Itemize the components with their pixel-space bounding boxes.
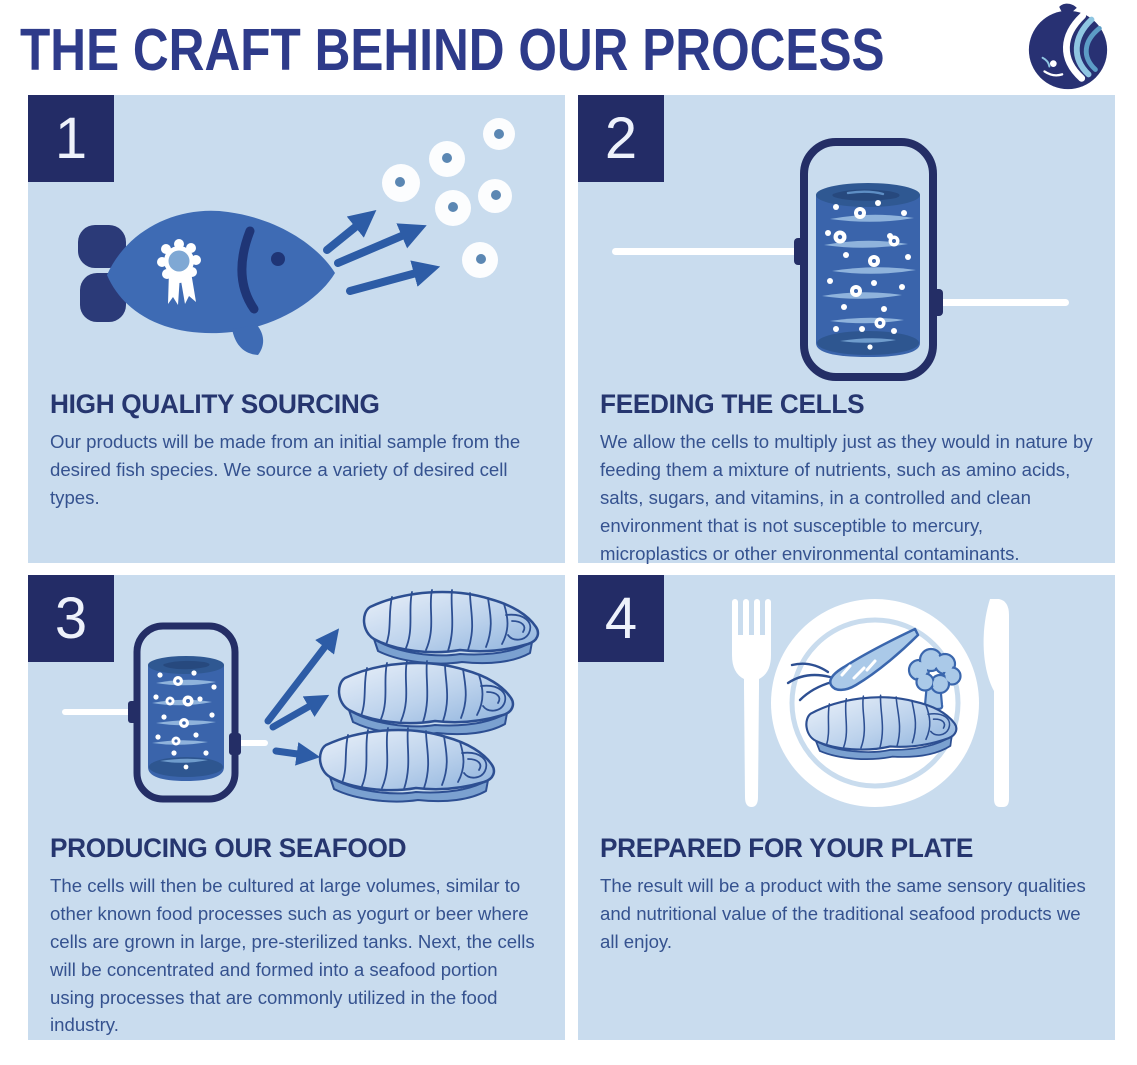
panel-text: PRODUCING OUR SEAFOOD The cells will the… xyxy=(28,827,565,1039)
step-number-badge: 2 xyxy=(578,95,664,182)
illustration-area xyxy=(578,95,1115,383)
cells-in-tank xyxy=(153,670,217,770)
panel-body: The result will be a product with the sa… xyxy=(600,875,1086,952)
panel-grid: 1 xyxy=(28,95,1115,1040)
panel-heading: PREPARED FOR YOUR PLATE xyxy=(600,833,974,863)
reactor-frame xyxy=(794,138,943,381)
panel-text: PREPARED FOR YOUR PLATE The result will … xyxy=(578,827,1115,956)
header: THE CRAFT BEHIND OUR PROCESS xyxy=(0,0,1137,95)
bioreactor-illustration xyxy=(612,138,1069,381)
panel-heading: FEEDING THE CELLS xyxy=(600,389,865,419)
step-number: 4 xyxy=(604,586,638,651)
step-number-badge: 1 xyxy=(28,95,114,182)
panel-high-quality-sourcing: 1 xyxy=(28,95,565,563)
page-title: THE CRAFT BEHIND OUR PROCESS xyxy=(20,17,885,83)
panel-heading: PRODUCING OUR SEAFOOD xyxy=(50,833,407,863)
step-number: 2 xyxy=(604,106,638,171)
panel-body: We allow the cells to multiply just as t… xyxy=(600,431,1093,564)
panel-text: FEEDING THE CELLS We allow the cells to … xyxy=(578,383,1115,567)
plated-meal-illustration xyxy=(732,599,1009,807)
illustration-area xyxy=(578,575,1115,827)
step-number-badge: 4 xyxy=(578,575,664,662)
knife-icon xyxy=(983,599,1009,807)
award-fish-releasing-cells-illustration xyxy=(78,118,515,355)
fillet-stack xyxy=(318,588,540,803)
nutrient-swirls xyxy=(822,214,916,343)
illustration-area xyxy=(28,95,565,383)
reactor-frame xyxy=(128,622,241,803)
fish-wave-logo-icon xyxy=(1028,3,1108,90)
step-number: 1 xyxy=(54,106,88,171)
illustration-area xyxy=(28,575,565,827)
panel-body: The cells will then be cultured at large… xyxy=(50,875,535,1036)
output-arrows xyxy=(264,628,340,766)
bioreactor-to-fillets-illustration xyxy=(62,588,540,803)
panel-heading: HIGH QUALITY SOURCING xyxy=(50,389,380,419)
feed-pipes xyxy=(612,248,1069,306)
panel-producing-our-seafood: 3 xyxy=(28,575,565,1040)
carrot-icon xyxy=(786,627,920,702)
fork-icon xyxy=(732,599,771,807)
culture-cylinder xyxy=(148,656,224,781)
step-number: 3 xyxy=(54,586,88,651)
panel-prepared-for-your-plate: 4 xyxy=(578,575,1115,1040)
step-number-badge: 3 xyxy=(28,575,114,662)
panel-text: HIGH QUALITY SOURCING Our products will … xyxy=(28,383,565,512)
award-ribbon-icon xyxy=(157,239,201,305)
feed-pipes xyxy=(62,709,268,746)
cells-in-tank xyxy=(825,200,911,350)
cell-cluster xyxy=(382,118,515,278)
culture-cylinder xyxy=(816,183,920,357)
panel-feeding-the-cells: 2 xyxy=(578,95,1115,564)
release-arrows xyxy=(323,210,441,295)
panel-body: Our products will be made from an initia… xyxy=(50,431,521,508)
fish-icon xyxy=(78,210,335,355)
